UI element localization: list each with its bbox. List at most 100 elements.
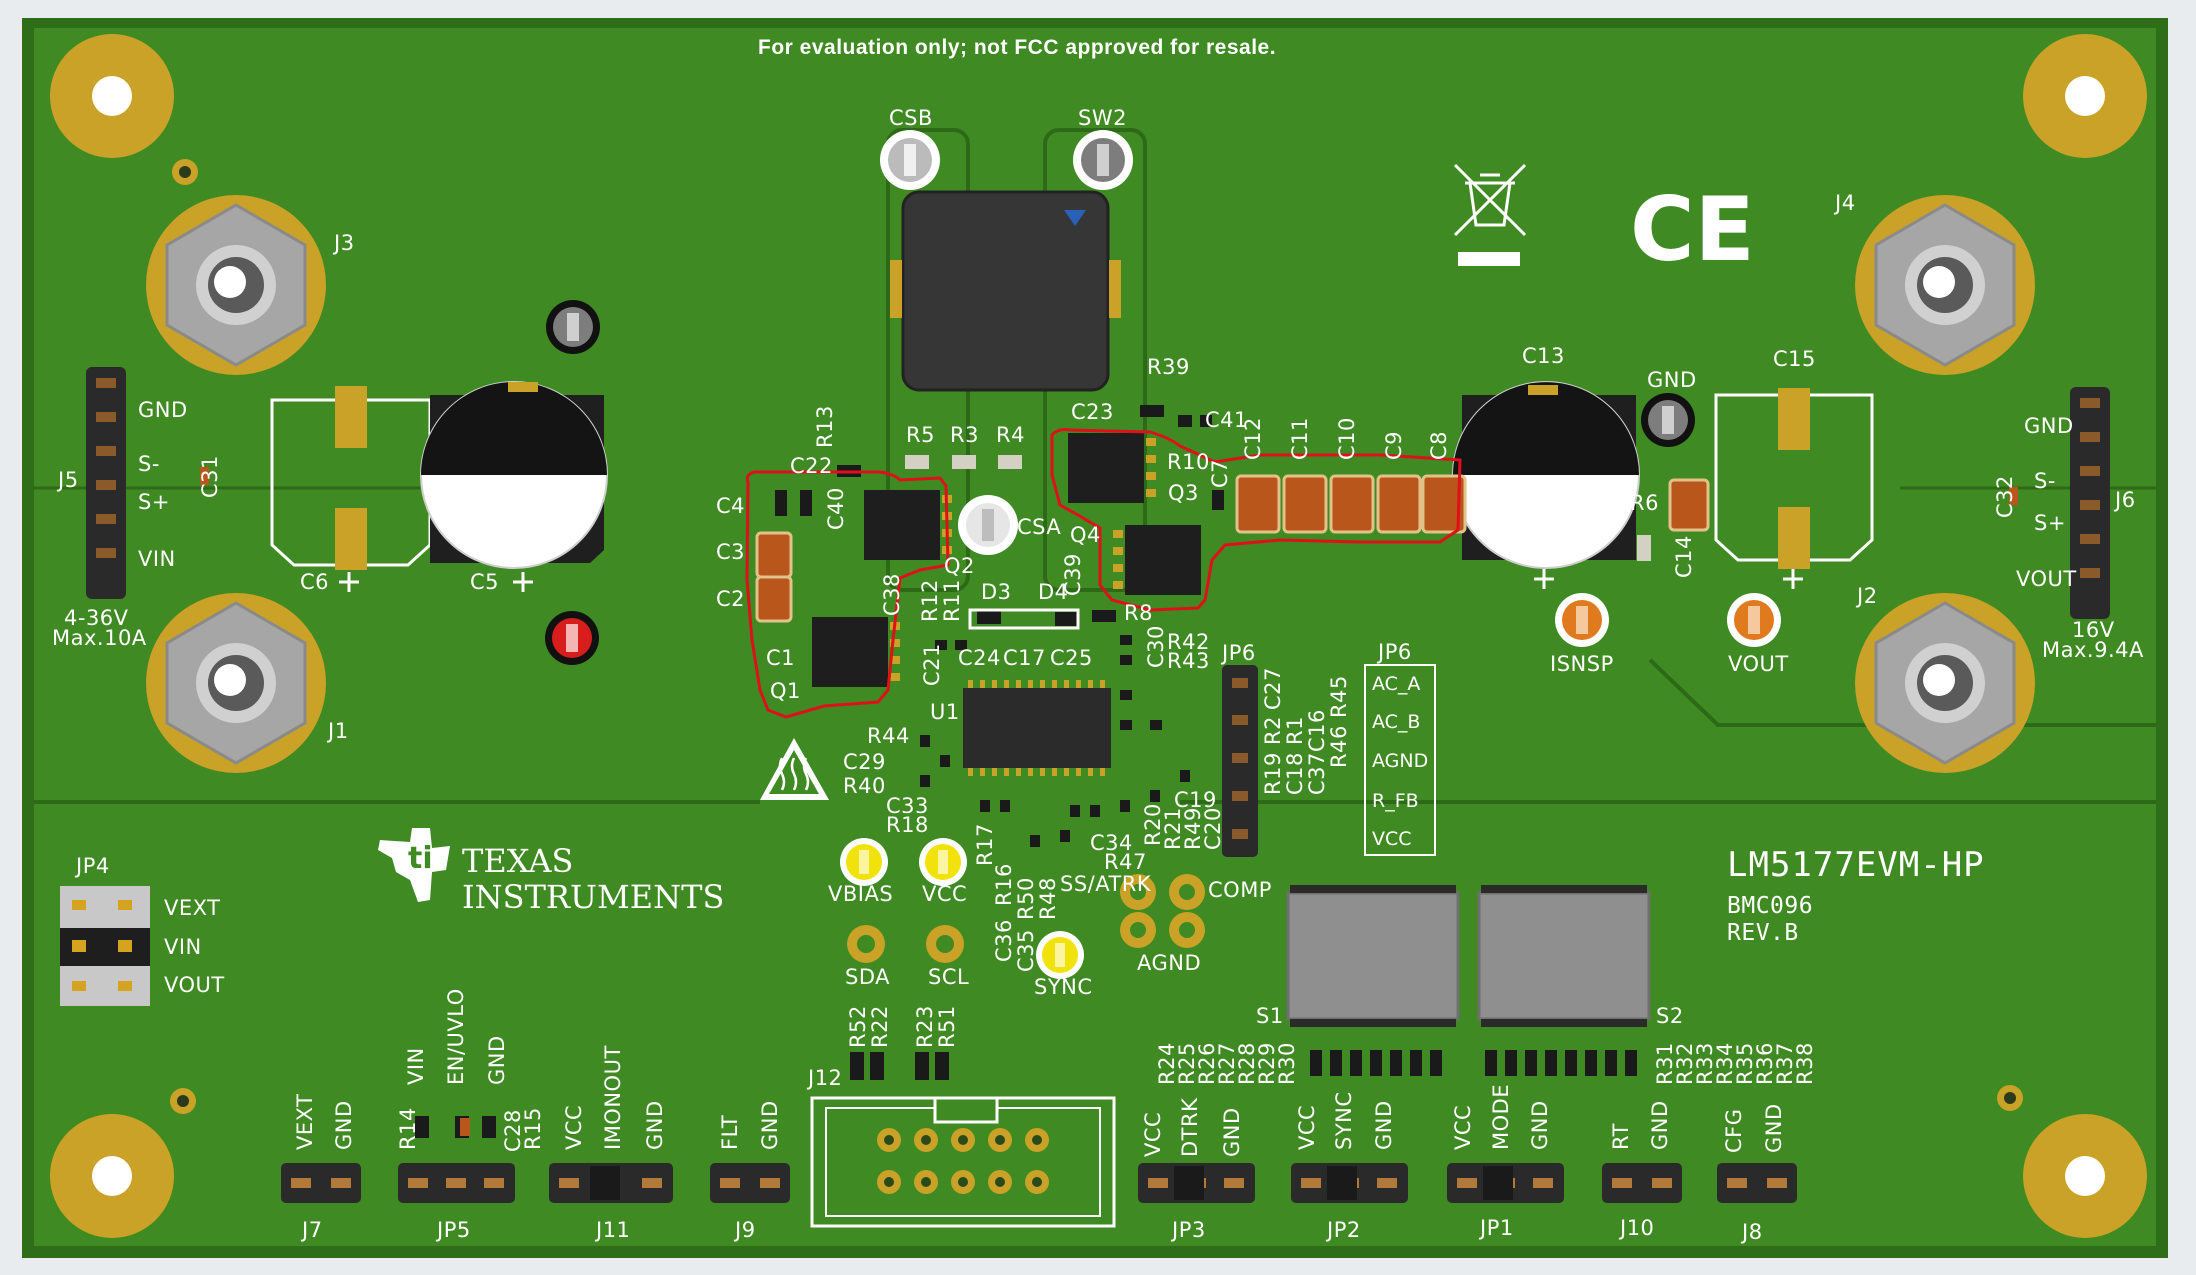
texas-instruments-logo-icon: ti (378, 828, 450, 902)
jp5-pin-en-uvlo: EN/UVLO (444, 988, 468, 1085)
refdes-jp6-header: JP6 (1222, 641, 1256, 665)
refdes-r48: R48 (1036, 877, 1060, 920)
refdes-c19: C19 (1174, 788, 1217, 812)
refdes-c41: C41 (1205, 408, 1248, 432)
j11-pin-vcc: VCC (562, 1104, 586, 1150)
refdes-r12: R12 (918, 579, 942, 622)
jp1-pin-vcc: VCC (1451, 1104, 1475, 1150)
jp5-pin-vin: VIN (404, 1047, 428, 1085)
refdes-r52: R52 (846, 1005, 870, 1048)
refdes-q3: Q3 (1168, 481, 1199, 505)
refdes-r46: R46 (1327, 725, 1351, 768)
j6-pin-gnd: GND (2024, 414, 2074, 438)
jp1-pin-mode: MODE (1489, 1083, 1513, 1150)
jp3-label: JP3 (1172, 1218, 1206, 1242)
refdes-c24: C24 (958, 646, 1001, 670)
refdes-q2: Q2 (944, 554, 975, 578)
terminal-j3-label: J3 (334, 231, 355, 255)
j10-label: J10 (1620, 1216, 1655, 1240)
refdes-c14: C14 (1672, 535, 1696, 578)
j8-pin-cfg: CFG (1722, 1108, 1746, 1153)
jp1-pin-gnd: GND (1528, 1100, 1552, 1150)
refdes-c22: C22 (790, 454, 833, 478)
refdes-r4: R4 (996, 423, 1025, 447)
jp4-label: JP4 (76, 854, 110, 878)
refdes-c3: C3 (716, 540, 746, 564)
j9-pin-flt: FLT (718, 1114, 742, 1150)
refdes-c25: C25 (1050, 646, 1093, 670)
j5-pin-gnd: GND (138, 398, 188, 422)
jp3-pin-vcc: VCC (1141, 1111, 1165, 1157)
jp2-pin-vcc: VCC (1295, 1104, 1319, 1150)
refdes-r30: R30 (1275, 1042, 1299, 1085)
refdes-c29: C29 (843, 750, 886, 774)
refdes-r16: R16 (992, 863, 1016, 906)
tp-vcc-label: VCC (922, 882, 968, 906)
refdes-c12: C12 (1241, 417, 1265, 460)
j9-pin-gnd: GND (758, 1100, 782, 1150)
tp-vout-label: VOUT (1728, 652, 1789, 676)
jp3-pin-dtrk: DTRK (1178, 1097, 1202, 1157)
board-name: LM5177EVM-HP (1727, 845, 1985, 885)
jp3-pin-gnd: GND (1220, 1107, 1244, 1157)
switch-s2-label: S2 (1656, 1004, 1684, 1028)
j8-label: J8 (1742, 1220, 1763, 1244)
svg-text:ti: ti (408, 841, 433, 876)
refdes-r47: R47 (1104, 850, 1147, 874)
refdes-c9: C9 (1382, 430, 1406, 460)
refdes-c4: C4 (716, 494, 746, 518)
refdes-r51: R51 (935, 1005, 959, 1048)
refdes-c39: C39 (1061, 553, 1085, 596)
jp2-label: JP2 (1327, 1218, 1361, 1242)
j11-pin-imonout: IMONOUT (601, 1045, 625, 1150)
board-code: BMC096 (1727, 893, 1814, 919)
refdes-c32: C32 (1993, 475, 2017, 518)
refdes-r45: R45 (1327, 675, 1351, 718)
refdes-c10: C10 (1335, 417, 1359, 460)
refdes-r17: R17 (973, 823, 997, 866)
j5-label: J5 (58, 468, 79, 492)
terminal-nut-icon (146, 195, 2035, 773)
input-rating-current: Max.10A (52, 626, 147, 650)
refdes-c38: C38 (880, 573, 904, 616)
refdes-c34: C34 (1090, 831, 1133, 855)
j9-label: J9 (735, 1218, 756, 1242)
refdes-r11: R11 (940, 579, 964, 622)
refdes-c16: C16 (1305, 709, 1329, 752)
refdes-c21: C21 (920, 643, 944, 686)
j7-pin-gnd: GND (332, 1100, 356, 1150)
refdes-c33: C33 (886, 794, 929, 818)
terminal-j2-label: J2 (1857, 584, 1878, 608)
j8-pin-gnd: GND (1762, 1103, 1786, 1153)
refdes-r38: R38 (1793, 1042, 1817, 1085)
refdes-c37: C37 (1305, 752, 1329, 795)
weee-bin-icon (1453, 163, 1527, 237)
jp6-option-ac-b: AC_B (1372, 711, 1421, 733)
terminal-j1-label: J1 (328, 719, 349, 743)
j6-label: J6 (2115, 488, 2136, 512)
refdes-r13: R13 (813, 405, 837, 448)
ti-wordmark-line2: INSTRUMENTS (462, 878, 725, 916)
refdes-c40: C40 (824, 487, 848, 530)
refdes-r39: R39 (1147, 355, 1190, 379)
refdes-u1: U1 (930, 700, 960, 724)
j6-pin-s-minus: S- (2034, 469, 2056, 493)
refdes-c2: C2 (716, 587, 746, 611)
refdes-r40: R40 (843, 774, 886, 798)
tp-ss-atrk-label: SS/ATRK (1060, 872, 1152, 896)
refdes-r22: R22 (868, 1005, 892, 1048)
jp5-label: JP5 (437, 1218, 471, 1242)
jp4-option-vout: VOUT (164, 973, 225, 997)
refdes-c17: C17 (1003, 646, 1046, 670)
jp6-option-ac-a: AC_A (1372, 673, 1421, 695)
tp-csb-label: CSB (889, 106, 933, 130)
output-rating-current: Max.9.4A (2042, 638, 2144, 662)
refdes-r44: R44 (867, 724, 910, 748)
j7-label: J7 (302, 1218, 323, 1242)
refdes-q4: Q4 (1070, 523, 1101, 547)
j10-pin-rt: RT (1609, 1123, 1633, 1150)
hot-surface-icon (760, 738, 829, 800)
jp5-pin-gnd: GND (485, 1035, 509, 1085)
jp2-pin-gnd: GND (1372, 1100, 1396, 1150)
